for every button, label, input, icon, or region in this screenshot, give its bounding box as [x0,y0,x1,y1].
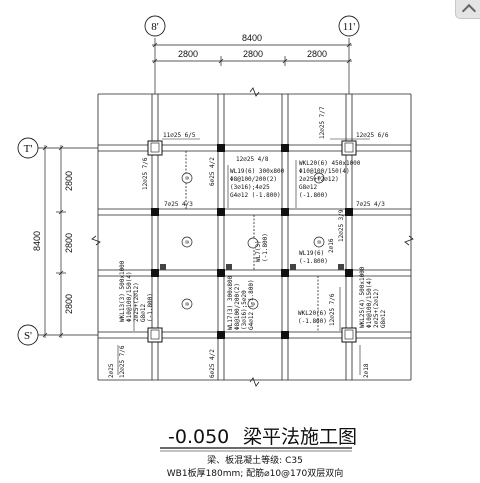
slab-mark-3: ⑩ [185,240,190,246]
ann-wkl13-2: Φ10@100/150(4) [126,271,133,322]
dim-span-h1: 2800 [178,49,198,59]
drawing-title: -0.050 梁平法施工图 [160,426,357,452]
slab-mark-2: ⑩ [317,176,322,182]
left-dimension-lines [38,145,98,338]
ann-wl19-1: WL19(6) 300x800 [230,168,285,175]
leader-lines [117,138,370,375]
top-dimension-lines [152,38,352,94]
ann-wkl13-5: (-1.800) [147,293,154,322]
ann-wkl13-3: 2⌀25+(2⌀12) [133,282,140,322]
ann-wl19b-2: (-1.800) [299,258,328,265]
ann-wl17-1: WL17(3) 300x800 [227,275,234,330]
ann-wl17-2: Φ8@100/200(2) [234,283,241,330]
ann-right-top-beam: 12⌀25 7/7 [319,106,326,139]
ann-2d16: 2⌀16 [328,238,335,253]
ann-bot-left: 2⌀25 [108,363,115,378]
slab-mark-labels: ⑩ ⑩ ⑩ ⑩ ⑩ ⑩ [185,176,322,308]
axis-8: 8' [151,21,159,33]
ann-wkl20b-2: (-1.800) [298,318,327,325]
ann-left-upper-beam: 12⌀25 7/6 [142,157,149,190]
note-slab-thickness: WB1板厚180mm; 配筋⌀10@170双层双向 [167,467,343,479]
ann-wl19-4: G4⌀12 (-1.800) [230,192,281,199]
note-concrete-grade: 梁、板混凝土等级: C35 [207,454,303,466]
collapse-button[interactable] [455,0,480,19]
ann-wl7-1: WL7(3) [255,240,262,262]
axis-s: S' [24,330,32,342]
ann-wkl13-1: WKL13(3) 500x1000 [119,260,126,322]
ann-wkl20-4: G8⌀12 [299,184,317,191]
slab-marks [181,172,325,310]
ann-wkl20-3: 2⌀25+(2⌀12) [299,176,339,183]
ann-top-left-col: 11⌀25 6/5 [163,132,196,139]
ann-wkl13-4: G8⌀12 [140,304,147,322]
axis-11: 11' [343,21,356,33]
ann-mid-top: 12⌀25 4/8 [236,156,269,163]
ann-wl7-2: (-1.800) [262,233,269,262]
axis-t: T' [24,143,33,155]
ann-wkl25-3: 2⌀25+(2⌀12) [373,288,380,328]
ann-bot-right: 2⌀18 [363,363,370,378]
ann-left-mid-beam: 7⌀25 4/3 [164,201,193,208]
ann-wl17-4: G4⌀12 (-1.800) [248,279,255,330]
ann-wl17-3: (3⌀16);5⌀20 [241,290,248,330]
slab-mark-4: ⑩ [317,240,322,246]
ann-wl19b-1: WL19(6) [299,250,324,257]
ann-wkl25-1: WKL25(4) 500x1000 [359,266,366,328]
ann-wkl25-4: G8⌀12 [380,310,387,328]
ann-right-upper-beam: 12⌀25 3/9 [338,209,345,242]
title-elevation: -0.050 [168,426,229,448]
dim-span-h3: 2800 [307,49,327,59]
ann-wkl20-5: (-1.800) [299,192,328,199]
beam-annotations: 11⌀25 6/5 12⌀25 6/6 12⌀25 7/7 12⌀25 7/6 … [108,106,389,378]
ann-bot-left2: 12⌀25 7/6 [119,345,126,378]
ann-wkl20-2: Φ10@100/150(4) [299,168,350,175]
ann-wkl20b-1: WKL20(6) [298,310,327,317]
axis-bubbles: 8' 11' T' S' [17,15,360,346]
ann-right-mid-beam: 7⌀25 4/3 [356,201,385,208]
ann-mid-col-a: 6⌀25 4/2 [209,157,216,186]
dim-span-v3: 2800 [64,294,74,314]
slab-mark-6: ⑩ [251,302,256,308]
slab-mark-5: ⑩ [185,302,190,308]
dimension-texts: 8400 2800 2800 2800 8400 2800 2800 2800 [32,33,327,314]
dim-overall-horizontal: 8400 [242,33,262,43]
ann-wkl20-1: WKL20(6) 450x1000 [299,160,361,167]
dim-span-v2: 2800 [64,233,74,253]
title-name: 梁平法施工图 [243,426,357,448]
columns [147,140,357,343]
dim-span-v1: 2800 [64,171,74,191]
dim-overall-vertical: 8400 [32,231,42,251]
slab-mark-1: ⑩ [185,176,190,182]
ann-bot-mid: 6⌀25 4/2 [209,349,216,378]
ann-wl19-3: (3⌀16);4⌀25 [230,184,270,191]
ann-wl19-2: Φ8@100/200(2) [230,176,277,183]
drawing-notes: 梁、板混凝土等级: C35 WB1板厚180mm; 配筋⌀10@170双层双向 [167,454,343,479]
dim-span-h2: 2800 [243,49,263,59]
ann-wkl25-2: Φ10@100/150(4) [366,277,373,328]
ann-top-right-col: 12⌀25 6/6 [356,132,389,139]
ann-r-7-6: 12⌀25 7/6 [329,293,336,326]
